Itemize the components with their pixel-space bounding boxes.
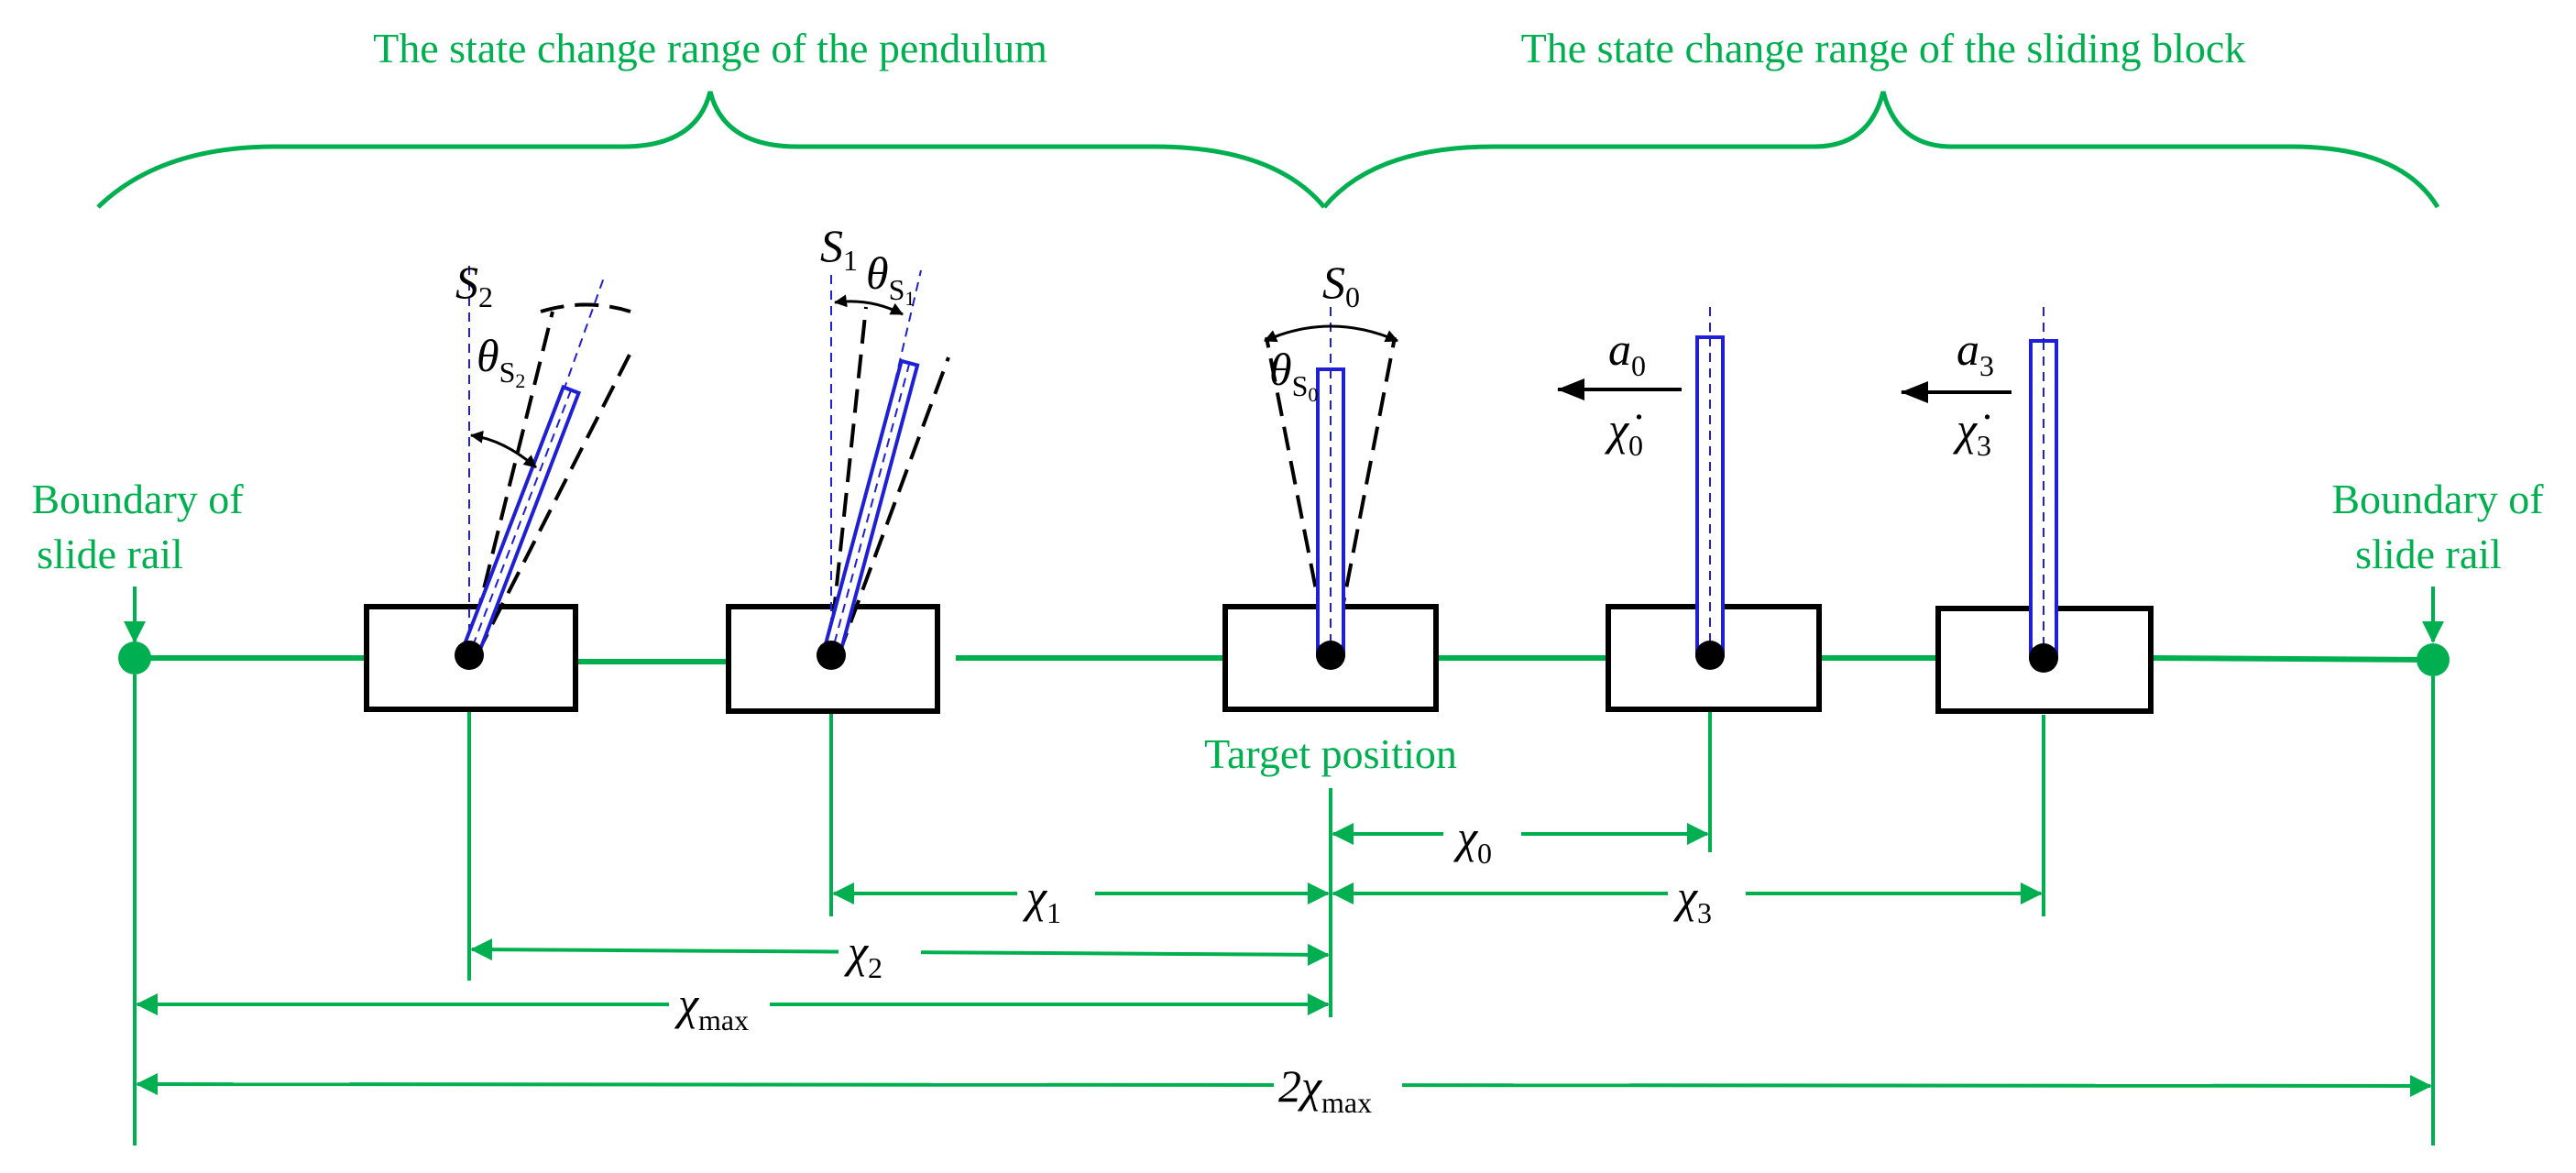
chi0-label: χ0 xyxy=(1453,811,1492,870)
s2-label: S2 xyxy=(455,257,493,313)
left-boundary-point xyxy=(118,641,151,674)
pendulum-range-brace xyxy=(96,91,1326,209)
chi2-label: χ2 xyxy=(844,926,882,984)
cart-4 xyxy=(1557,307,1822,712)
chimax-label: χmax xyxy=(674,978,749,1036)
right-boundary-label-line2: slide rail xyxy=(2355,531,2502,577)
s0-label: S0 xyxy=(1322,257,1360,313)
slide-rail xyxy=(135,655,2434,664)
block-range-brace xyxy=(1322,91,2440,209)
s1-label: S1 xyxy=(820,220,858,277)
chi3-label: χ3 xyxy=(1673,871,1712,929)
two-chimax-label: 2χmax xyxy=(1278,1060,1372,1119)
pendulum-range-label: The state change range of the pendulum xyxy=(373,25,1047,71)
left-boundary-label-line1: Boundary of xyxy=(31,476,244,522)
cart-s1 xyxy=(726,269,950,714)
theta-s0-label: θS0 xyxy=(1269,344,1318,406)
cart-s0-target xyxy=(1222,307,1439,712)
right-boundary-label-line1: Boundary of xyxy=(2331,476,2544,522)
a0-label: a0 xyxy=(1608,323,1646,382)
left-boundary-label-line2: slide rail xyxy=(37,531,183,577)
dimension-arrows xyxy=(136,823,2432,1097)
right-boundary-point xyxy=(2417,643,2450,676)
cart-s2 xyxy=(364,266,632,712)
theta-s1-label: θS1 xyxy=(866,247,915,310)
a3-label: a3 xyxy=(1957,323,1994,382)
chidot3-label: χ̇3 xyxy=(1953,403,1991,462)
block-range-label: The state change range of the sliding bl… xyxy=(1521,25,2246,71)
target-position-label: Target position xyxy=(1204,730,1457,777)
theta-s2-label: θS2 xyxy=(477,330,525,392)
cart-5 xyxy=(1901,307,2154,714)
range-braces xyxy=(96,91,2440,209)
chi1-label: χ1 xyxy=(1023,871,1061,929)
chidot0-label: χ̇0 xyxy=(1605,403,1643,462)
reference-lines xyxy=(133,674,2435,1146)
